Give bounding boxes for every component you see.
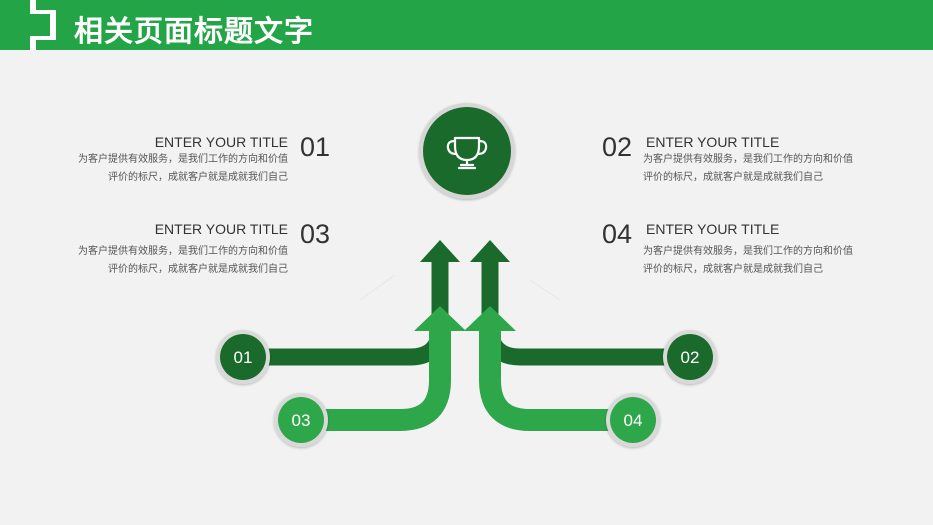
arrow-head-01	[420, 240, 460, 262]
item-description: 为客户提供有效服务，是我们工作的方向和价值评价的标尺，成就客户就是成就我们自己	[643, 154, 853, 183]
node-03-label: 03	[292, 411, 311, 430]
center-circle	[419, 103, 515, 199]
item-title: ENTER YOUR TITLE	[646, 221, 780, 237]
node-01-label: 01	[234, 348, 253, 367]
item-title: ENTER YOUR TITLE	[154, 221, 288, 237]
item-number: 02	[602, 132, 633, 162]
node-03: 03	[274, 393, 328, 447]
arrow-head-04	[464, 306, 516, 331]
plus-icon	[0, 0, 56, 50]
node-02: 02	[663, 330, 717, 384]
light-arrows	[322, 326, 610, 431]
item-title: ENTER YOUR TITLE	[154, 134, 288, 150]
item-description: 为客户提供有效服务，是我们工作的方向和价值评价的标尺，成就客户就是成就我们自己	[643, 246, 853, 275]
item-description: 为客户提供有效服务，是我们工作的方向和价值评价的标尺，成就客户就是成就我们自己	[78, 246, 288, 275]
item-number: 03	[300, 219, 331, 249]
page-title: 相关页面标题文字	[74, 14, 315, 48]
trophy-icon	[446, 136, 488, 170]
item-number: 01	[300, 132, 331, 162]
arrow-head-03	[414, 306, 466, 331]
header-bar: 相关页面标题文字	[0, 0, 933, 50]
node-04-label: 04	[624, 411, 643, 430]
node-02-label: 02	[681, 348, 700, 367]
item-number: 04	[602, 219, 633, 249]
arrow-head-02	[470, 240, 510, 262]
item-title: ENTER YOUR TITLE	[646, 134, 780, 150]
node-04: 04	[606, 393, 660, 447]
node-01: 01	[216, 330, 270, 384]
background-lines	[359, 274, 561, 301]
item-description: 为客户提供有效服务，是我们工作的方向和价值评价的标尺，成就客户就是成就我们自己	[78, 154, 288, 183]
dark-arrows	[265, 258, 668, 366]
